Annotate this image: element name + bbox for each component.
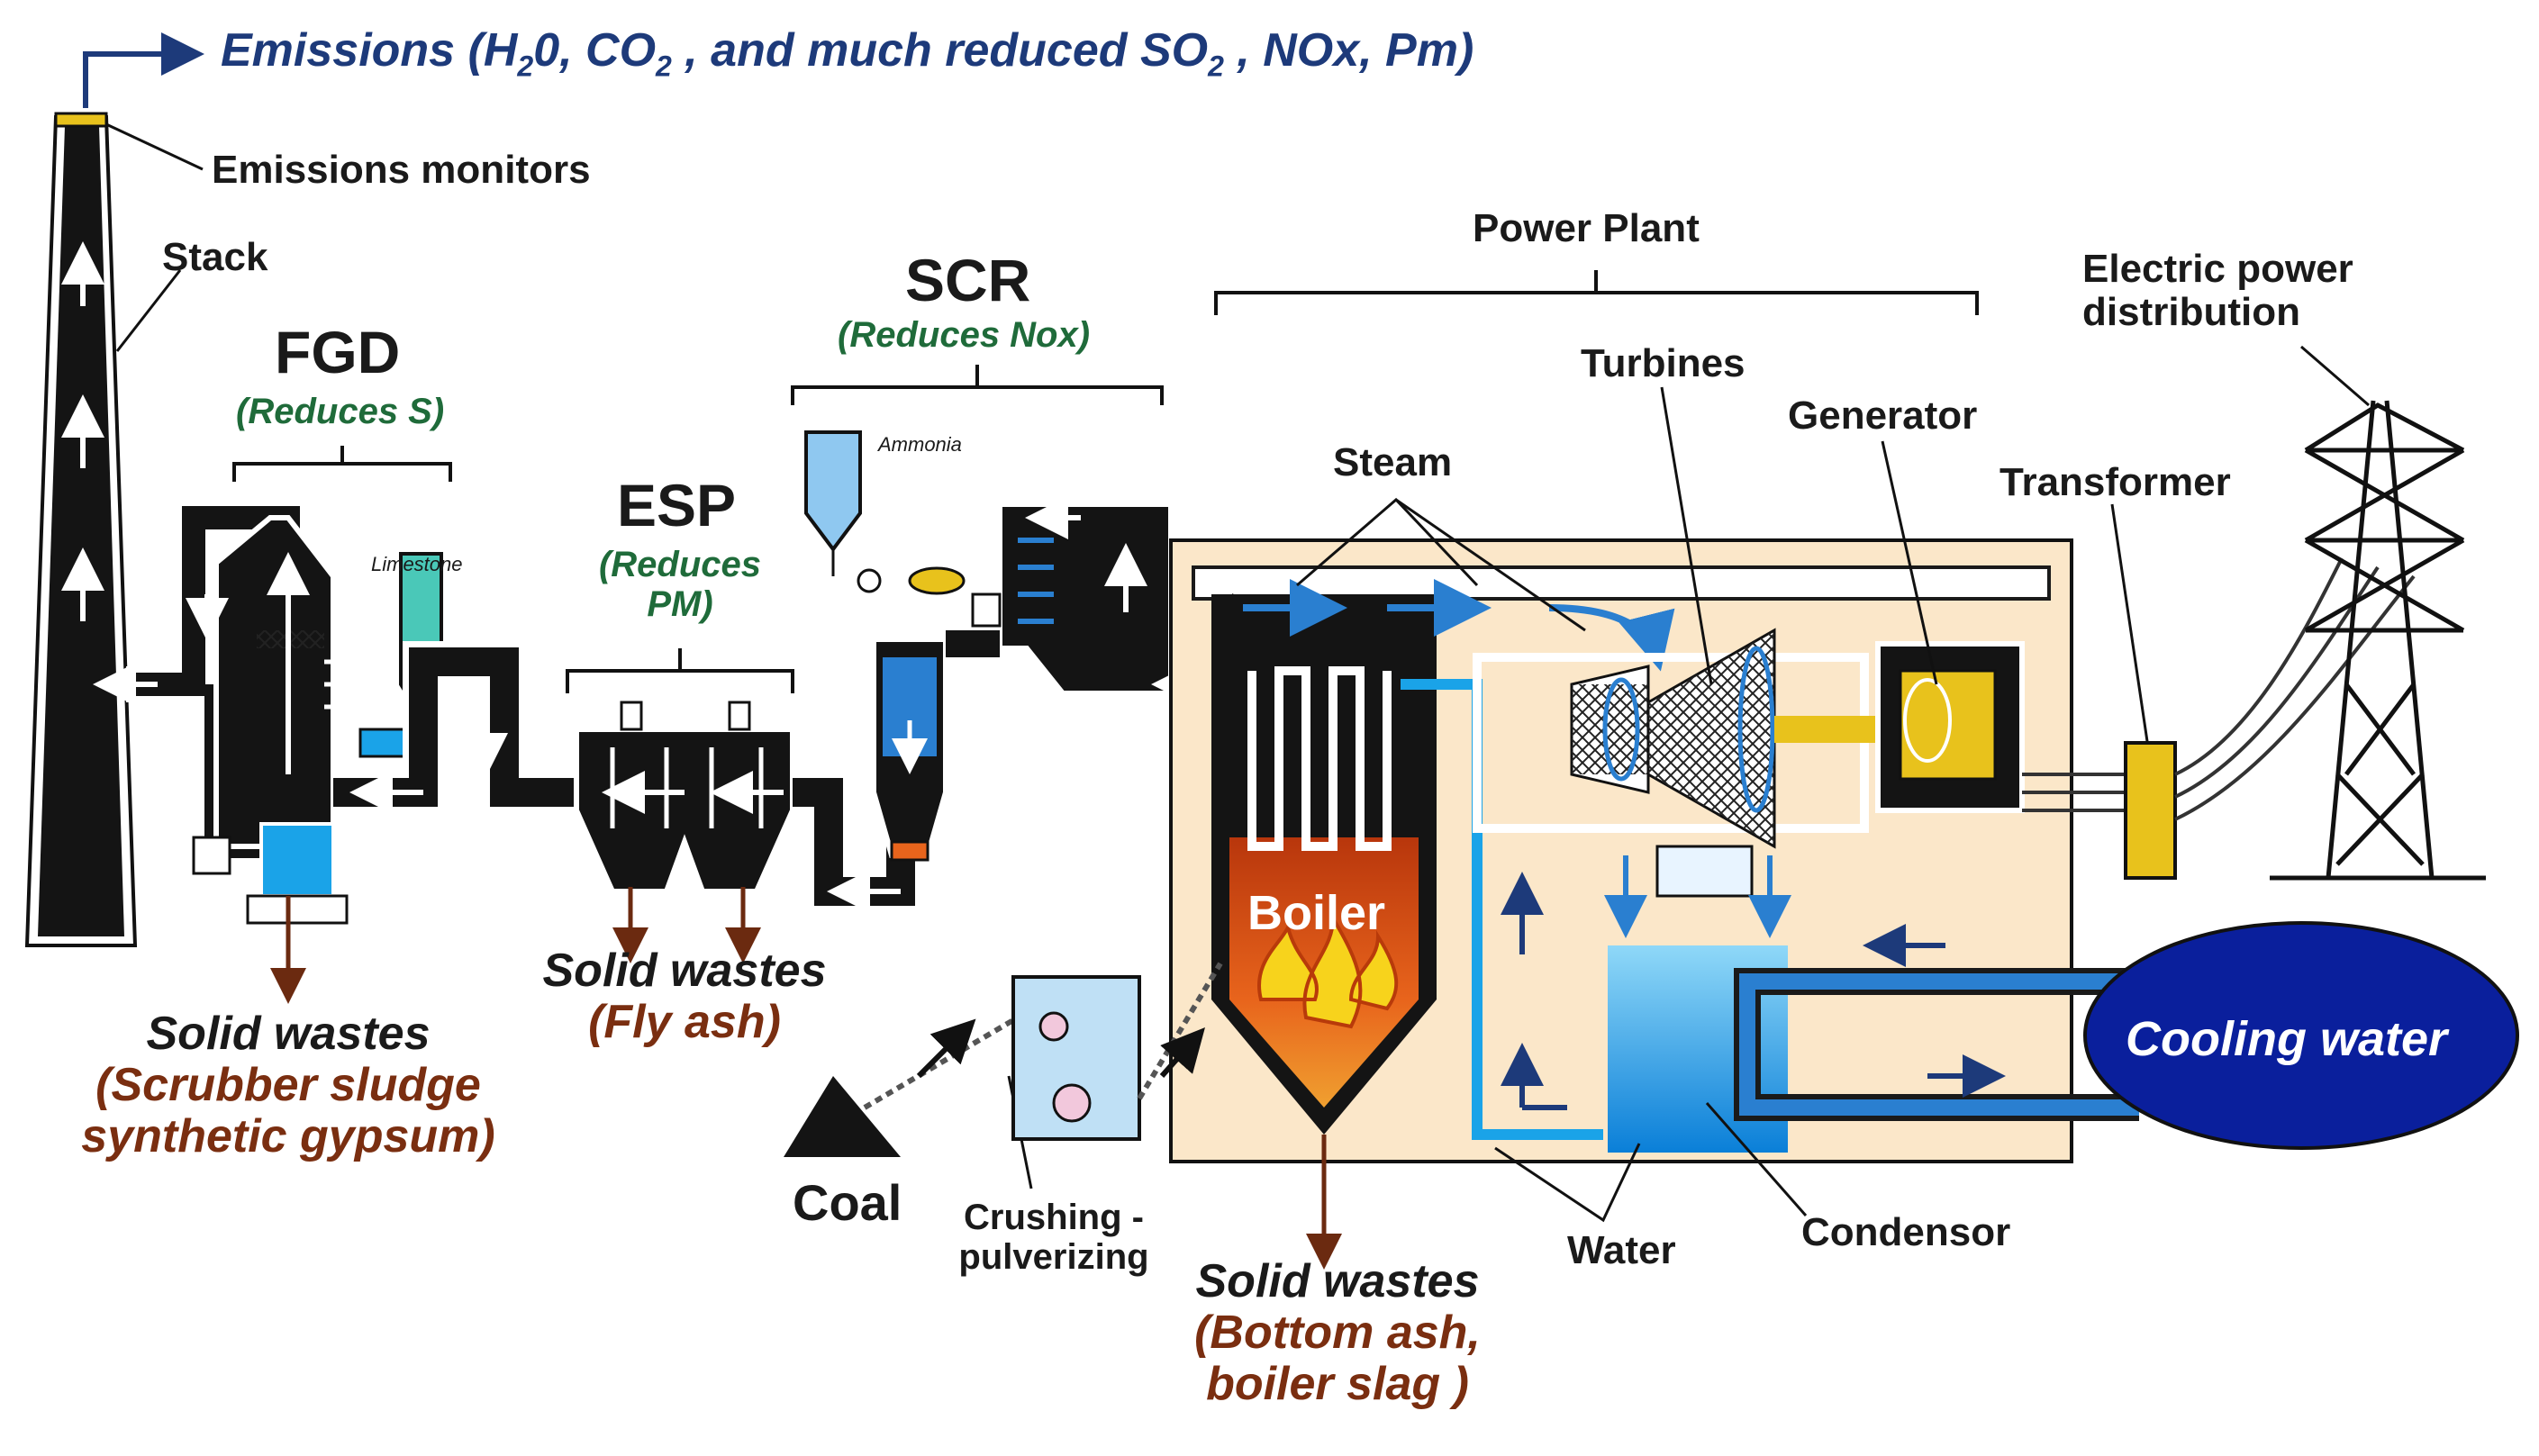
emission-flow-arrow <box>83 32 204 108</box>
transformer-label: Transformer <box>1999 460 2231 504</box>
emissions-monitor-icon <box>54 112 108 128</box>
stack-label: Stack <box>162 235 268 279</box>
fgd-scrubber <box>93 500 443 925</box>
scr-label: SCR <box>905 247 1031 313</box>
cooling-water-label: Cooling water <box>2126 1012 2448 1066</box>
transformer-icon <box>2124 741 2177 880</box>
flame-icon <box>1257 911 1399 1029</box>
cooling-water-oval <box>2083 921 2519 1150</box>
water-label: Water <box>1567 1228 1676 1272</box>
emissions-monitors-label: Emissions monitors <box>212 148 591 192</box>
fgd-bracket <box>232 446 452 482</box>
scr-sub-label: (Reduces Nox) <box>838 315 1091 355</box>
esp-unit <box>574 701 795 894</box>
generator-label: Generator <box>1788 393 1978 438</box>
fgd-label: FGD <box>275 319 401 385</box>
stack <box>24 112 204 947</box>
scr-unit <box>804 430 1174 862</box>
fgd-waste-label: Solid wastes (Scrubber sludge synthetic … <box>81 1008 495 1163</box>
fgd-sub-label: (Reduces S) <box>236 392 445 431</box>
emissions-title: Emissions (H20, CO2 , and much reduced S… <box>221 24 1474 83</box>
power-plant-bracket <box>1214 270 1979 315</box>
limestone-label: Limestone <box>371 553 463 575</box>
steam-label: Steam <box>1333 440 1453 484</box>
esp-bracket <box>566 648 794 693</box>
coal-label: Coal <box>793 1174 902 1231</box>
esp-waste-label: Solid wastes (Fly ash) <box>542 945 827 1049</box>
ammonia-label: Ammonia <box>878 433 962 456</box>
duct-fgd-esp <box>333 641 576 813</box>
boiler-label: Boiler <box>1247 886 1386 940</box>
turbines-label: Turbines <box>1581 341 1746 385</box>
coal-pile-icon <box>784 1076 901 1157</box>
generator-icon <box>1899 669 1997 781</box>
transmission-tower-icon <box>2270 400 2486 881</box>
boiler-waste-label: Solid wastes (Bottom ash, boiler slag ) <box>1194 1255 1481 1411</box>
power-plant-area <box>1169 538 2139 1163</box>
esp-label: ESP <box>617 472 737 538</box>
condensor-label: Condensor <box>1801 1210 2011 1254</box>
scr-bracket <box>791 365 1164 405</box>
ammonia-tank-icon <box>804 430 862 553</box>
power-plant-label: Power Plant <box>1473 206 1700 250</box>
crushing-label: Crushing -pulverizing <box>958 1198 1149 1277</box>
